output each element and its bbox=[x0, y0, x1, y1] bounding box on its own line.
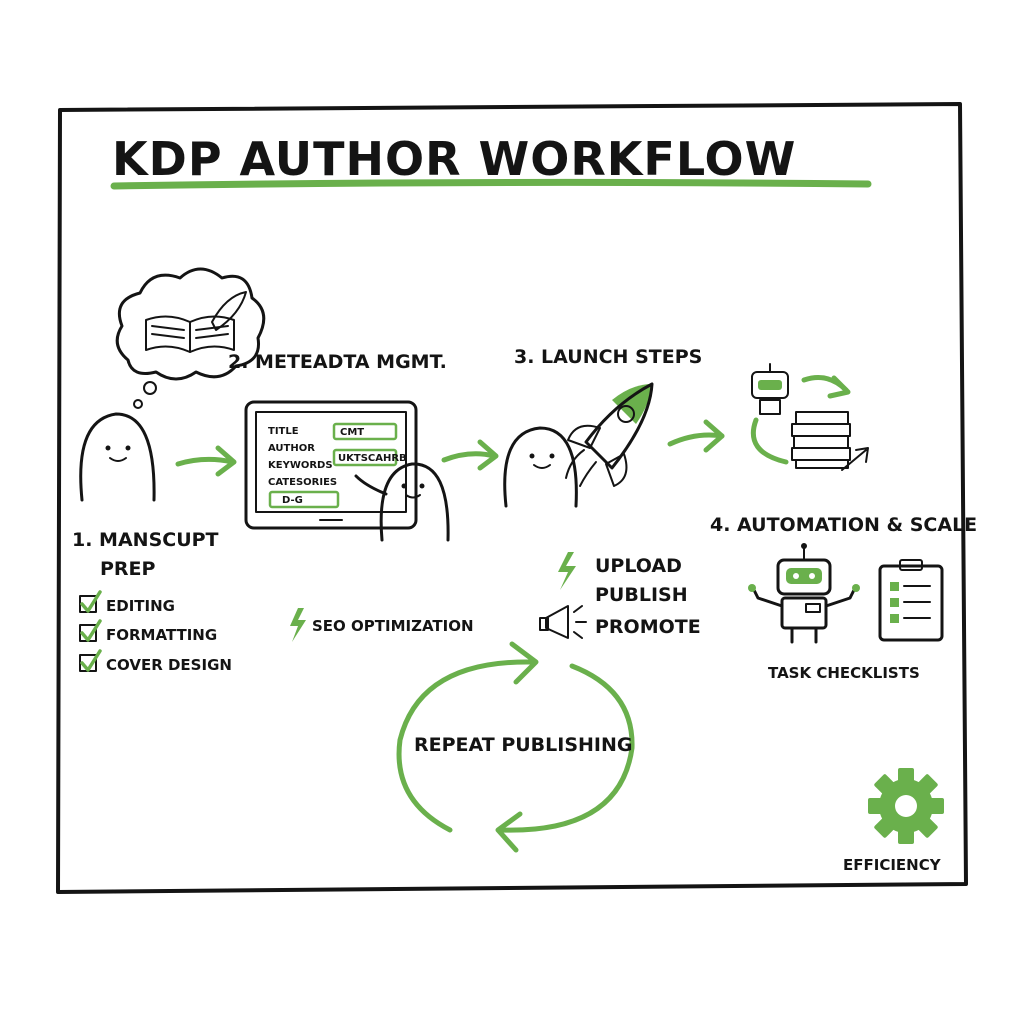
checklist-item: COVER DESIGN bbox=[79, 649, 232, 674]
book-stack-icon bbox=[791, 411, 869, 471]
svg-text:AUTHOR: AUTHOR bbox=[268, 443, 315, 454]
svg-text:D-G: D-G bbox=[282, 495, 303, 506]
tablet-icon: TITLE AUTHOR KEYWORDS CATESORIES CMT UKT… bbox=[244, 400, 418, 530]
megaphone-icon bbox=[539, 605, 587, 639]
svg-text:FORMATTING: FORMATTING bbox=[106, 626, 217, 644]
svg-text:CATESORIES: CATESORIES bbox=[268, 477, 337, 488]
small-robot-icon bbox=[751, 363, 789, 415]
title-underline bbox=[110, 178, 872, 190]
person-icon bbox=[79, 412, 156, 502]
svg-text:KEYWORDS: KEYWORDS bbox=[268, 460, 333, 471]
lightning-icon bbox=[558, 552, 576, 590]
svg-text:TITLE: TITLE bbox=[268, 426, 299, 437]
gear-icon bbox=[868, 768, 944, 844]
svg-text:COVER DESIGN: COVER DESIGN bbox=[106, 656, 232, 674]
open-book-icon bbox=[145, 315, 235, 353]
robot-icon bbox=[748, 543, 860, 644]
svg-text:CMT: CMT bbox=[340, 427, 364, 438]
seo-label: SEO OPTIMIZATION bbox=[312, 617, 474, 635]
repeat-publishing-label: REPEAT PUBLISHING bbox=[414, 734, 632, 756]
flow-arrow-icon bbox=[175, 445, 237, 477]
quill-icon bbox=[211, 291, 247, 331]
thought-bubble-icon bbox=[115, 267, 266, 409]
flow-arrow-icon bbox=[441, 439, 499, 471]
person-icon bbox=[503, 426, 578, 508]
checklist-item: FORMATTING bbox=[79, 619, 217, 644]
step1-label-line1: 1. MANSCUPT bbox=[72, 529, 219, 551]
step4-label: 4. AUTOMATION & SCALE bbox=[710, 514, 977, 536]
page-title: KDP AUTHOR WORKFLOW bbox=[112, 132, 796, 186]
launch-action-upload: UPLOAD bbox=[595, 555, 682, 577]
efficiency-label: EFFICIENCY bbox=[843, 856, 942, 874]
step3-label: 3. LAUNCH STEPS bbox=[514, 346, 702, 368]
task-checklists-label: TASK CHECKLISTS bbox=[768, 664, 920, 682]
repeat-cycle-arrows bbox=[396, 641, 635, 853]
person-pointing-icon bbox=[354, 462, 450, 542]
checklist-item: EDITING bbox=[79, 590, 175, 615]
step1-label-line2: PREP bbox=[100, 558, 156, 580]
lightning-icon bbox=[290, 608, 306, 642]
clipboard-checklist-icon bbox=[878, 559, 944, 642]
svg-text:EDITING: EDITING bbox=[106, 597, 175, 615]
rocket-icon bbox=[565, 382, 654, 487]
flow-arrow-icon bbox=[667, 419, 725, 453]
launch-action-promote: PROMOTE bbox=[595, 616, 701, 638]
svg-text:UKTSCAHRB: UKTSCAHRB bbox=[338, 453, 407, 464]
launch-action-publish: PUBLISH bbox=[595, 584, 688, 606]
step2-label: 2. METEADTA MGMT. bbox=[228, 351, 447, 373]
diagram-frame bbox=[56, 102, 968, 894]
